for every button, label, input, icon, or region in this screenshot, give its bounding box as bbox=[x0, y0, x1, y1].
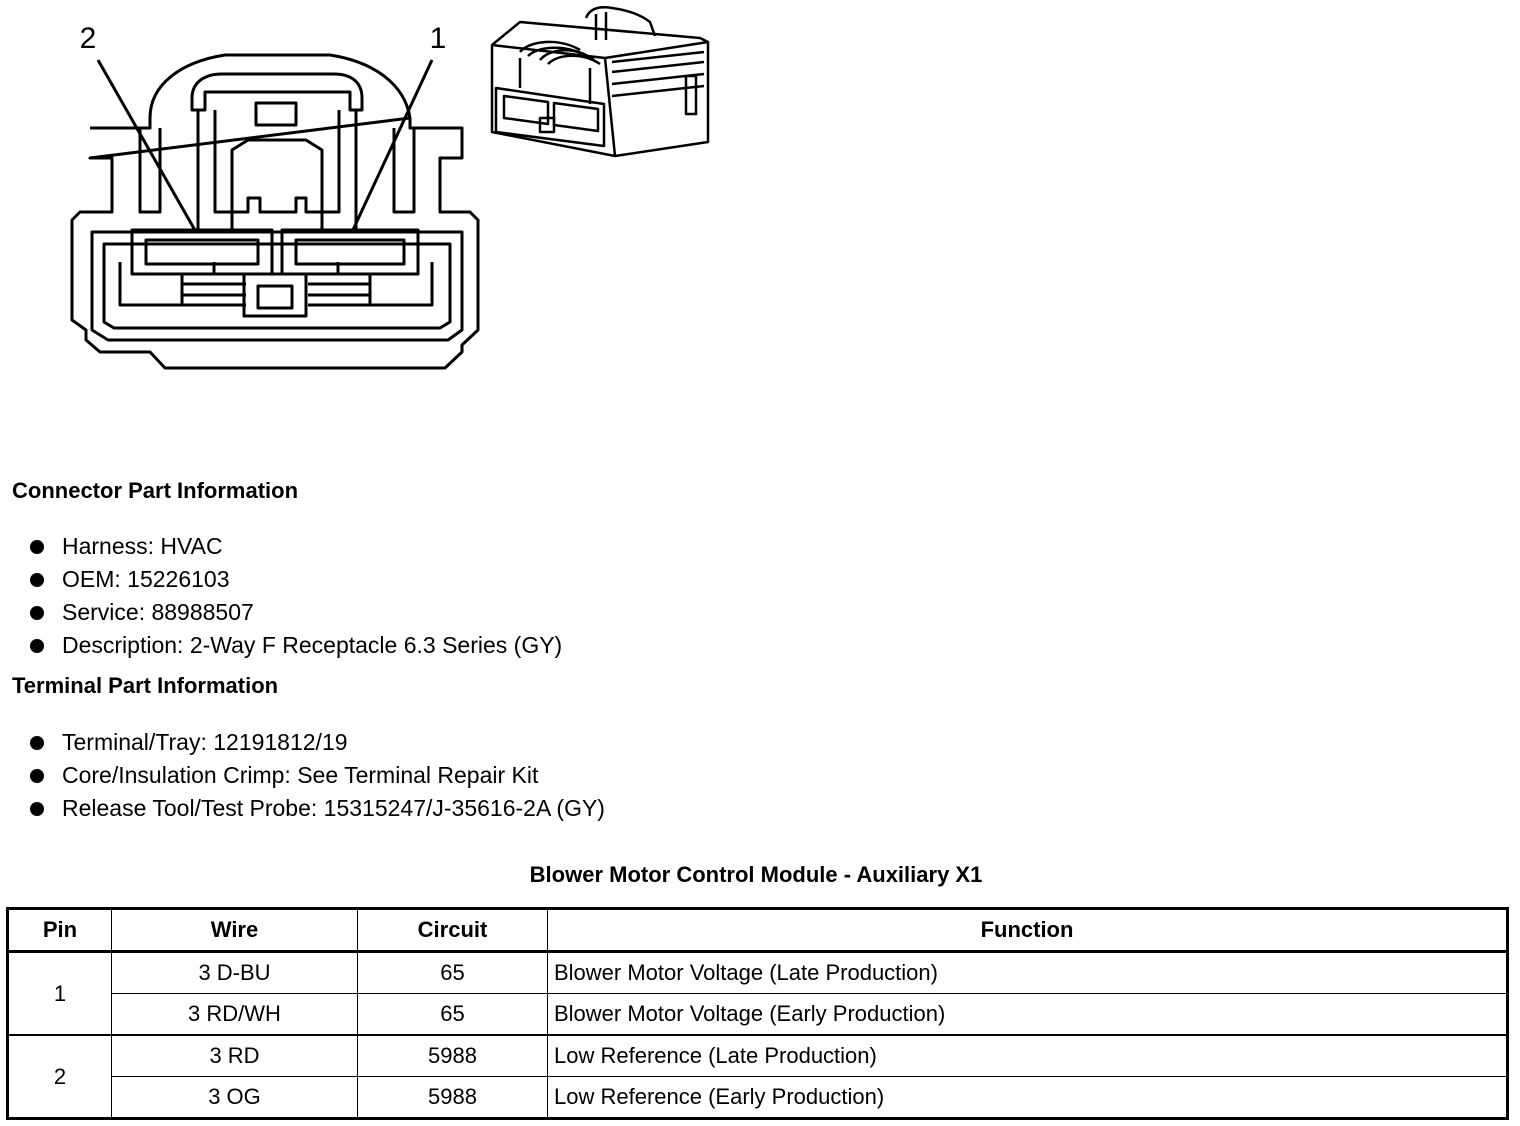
housing-rib-right bbox=[392, 128, 416, 214]
pin-label-1: 1 bbox=[430, 22, 447, 55]
connector-isometric-view bbox=[490, 6, 710, 158]
latch-window bbox=[254, 101, 298, 127]
function-cell: Low Reference (Early Production) bbox=[547, 1076, 1508, 1119]
connector-diagram: 2 1 bbox=[70, 6, 710, 370]
latch-arm-right bbox=[320, 110, 358, 232]
wire-cell: 3 D-BU bbox=[111, 951, 358, 994]
function-cell: Blower Motor Voltage (Early Production) bbox=[547, 993, 1508, 1036]
header-function: Function bbox=[547, 908, 1508, 953]
terminal-cavity-2 bbox=[130, 228, 274, 276]
wire-cell: 3 RD bbox=[111, 1034, 358, 1077]
function-cell: Low Reference (Late Production) bbox=[547, 1034, 1508, 1077]
connector-latch bbox=[190, 72, 364, 112]
list-item: Description: 2-Way F Receptacle 6.3 Seri… bbox=[28, 629, 562, 662]
terminal-cavity-2-base bbox=[118, 262, 246, 307]
terminal-cavity-1-base bbox=[308, 262, 434, 307]
terminal-part-info-list: Terminal/Tray: 12191812/19 Core/Insulati… bbox=[28, 726, 605, 825]
table-row: 2 3 RD 5988 Low Reference (Late Producti… bbox=[7, 1034, 1508, 1119]
wire-cell: 3 OG bbox=[111, 1076, 358, 1119]
leader-line-pin-1 bbox=[350, 59, 434, 233]
header-circuit: Circuit bbox=[357, 908, 548, 953]
list-item: Release Tool/Test Probe: 15315247/J-3561… bbox=[28, 792, 605, 825]
pin-cell: 2 bbox=[7, 1034, 112, 1119]
terminal-cavity-1-inner bbox=[294, 238, 406, 266]
center-lock bbox=[242, 272, 308, 318]
circuit-cell: 65 bbox=[357, 951, 548, 994]
circuit-cell: 65 bbox=[357, 993, 548, 1036]
table-row: 1 3 D-BU 65 Blower Motor Voltage (Late P… bbox=[7, 951, 1508, 1036]
latch-center bbox=[230, 138, 324, 214]
terminal-cavity-1 bbox=[280, 228, 420, 276]
table-header-row: Pin Wire Circuit Function bbox=[7, 908, 1508, 953]
list-item: Core/Insulation Crimp: See Terminal Repa… bbox=[28, 759, 605, 792]
circuit-cell: 5988 bbox=[357, 1034, 548, 1077]
table-row: 3 RD/WH 65 Blower Motor Voltage (Early P… bbox=[8, 993, 1508, 1036]
connector-housing-outline bbox=[148, 53, 412, 119]
connector-part-info-list: Harness: HVAC OEM: 15226103 Service: 889… bbox=[28, 530, 562, 662]
connector-housing-body bbox=[70, 116, 480, 370]
function-cell: Blower Motor Voltage (Late Production) bbox=[547, 951, 1508, 994]
pin-cell: 1 bbox=[7, 951, 112, 1036]
connector-inner-wall-2 bbox=[102, 242, 452, 330]
header-pin: Pin bbox=[7, 908, 112, 953]
pin-label-2: 2 bbox=[80, 22, 97, 55]
pinout-table: Pin Wire Circuit Function 1 3 D-BU 65 Bl… bbox=[6, 907, 1509, 1120]
list-item: Service: 88988507 bbox=[28, 596, 562, 629]
table-title: Blower Motor Control Module - Auxiliary … bbox=[529, 862, 983, 887]
header-wire: Wire bbox=[111, 908, 358, 953]
terminal-cavity-2-inner bbox=[144, 238, 260, 266]
latch-arm-left bbox=[196, 110, 234, 232]
circuit-cell: 5988 bbox=[357, 1076, 548, 1119]
wire-cell: 3 RD/WH bbox=[111, 993, 358, 1036]
center-lock-inner bbox=[256, 284, 294, 310]
list-item: Terminal/Tray: 12191812/19 bbox=[28, 726, 605, 759]
terminal-part-info-title: Terminal Part Information bbox=[12, 673, 279, 698]
leader-line-pin-2 bbox=[96, 59, 198, 233]
connector-part-info-title: Connector Part Information bbox=[12, 478, 299, 503]
connector-inner-wall bbox=[90, 230, 464, 342]
table-row: 3 OG 5988 Low Reference (Early Productio… bbox=[8, 1076, 1508, 1119]
list-item: OEM: 15226103 bbox=[28, 563, 562, 596]
list-item: Harness: HVAC bbox=[28, 530, 562, 563]
